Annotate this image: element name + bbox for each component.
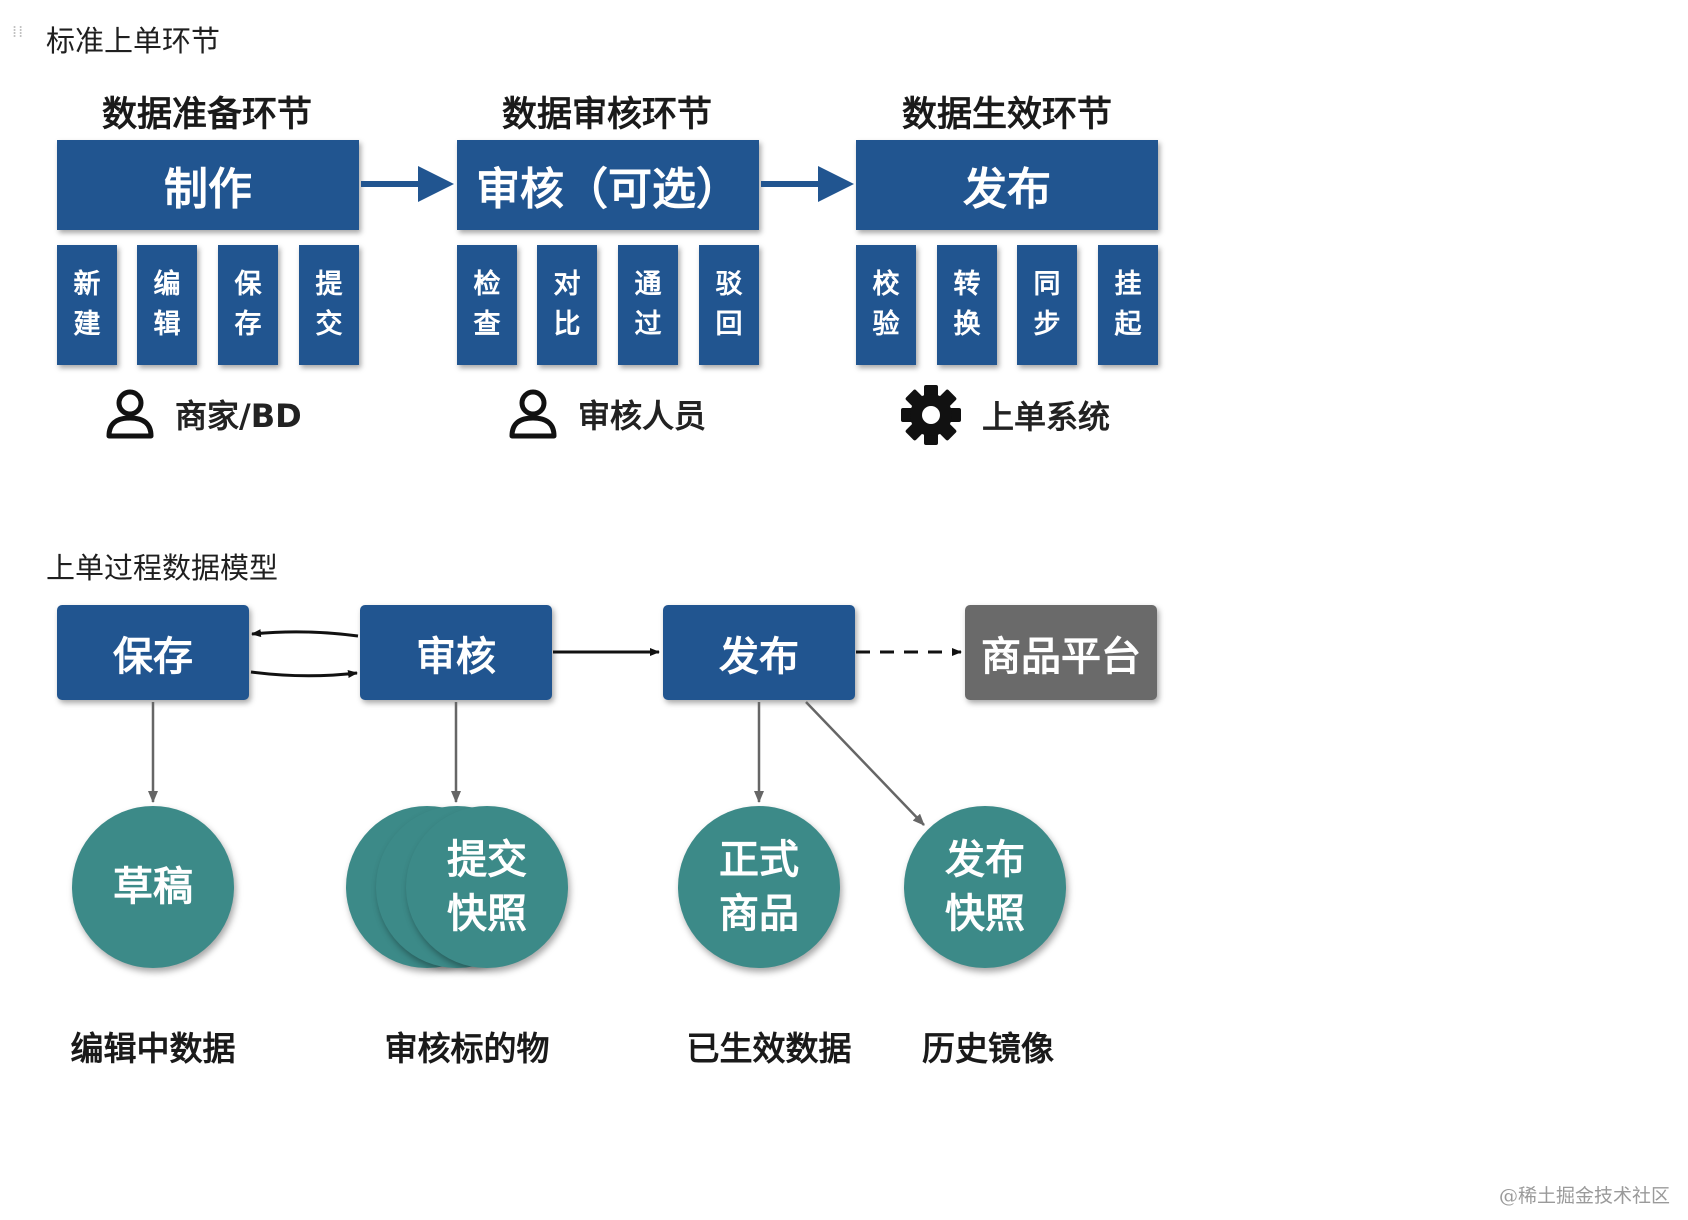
node-publish: 发布 — [663, 605, 855, 700]
sub-box-sync: 同步 — [1017, 245, 1077, 365]
arrow-publish-to-history — [805, 701, 925, 826]
arrow-save-to-review — [250, 670, 358, 679]
node-save: 保存 — [57, 605, 249, 700]
circle-formal-product: 正式商品 — [678, 806, 840, 968]
sub-box-reject: 驳回 — [699, 245, 759, 365]
stage-box-publish: 发布 — [856, 140, 1158, 230]
sub-box-check: 检查 — [457, 245, 517, 365]
caption-editing-data: 编辑中数据 — [70, 1029, 236, 1068]
person-icon — [106, 389, 154, 439]
watermark: @稀土掘金技术社区 — [1498, 1185, 1670, 1207]
sub-box-save: 保存 — [218, 245, 278, 365]
role-merchant: 商家/BD — [105, 388, 302, 440]
stage-box-review: 审核（可选） — [457, 140, 759, 230]
sub-box-suspend: 挂起 — [1098, 245, 1158, 365]
stage-title-review: 数据审核环节 — [501, 95, 712, 135]
sub-box-approve: 通过 — [618, 245, 678, 365]
role-system: 上单系统 — [900, 384, 1110, 446]
caption-history-mirror: 历史镜像 — [922, 1029, 1054, 1068]
stage-box-make: 制作 — [57, 140, 359, 230]
sub-box-new: 新建 — [57, 245, 117, 365]
stage-title-publish: 数据生效环节 — [901, 95, 1112, 135]
caption-review-target: 审核标的物 — [384, 1029, 550, 1068]
stage-title-prepare: 数据准备环节 — [101, 95, 312, 135]
section-title-standard-flow: 标准上单环节 — [46, 24, 221, 58]
sub-box-validate: 校验 — [856, 245, 916, 365]
circle-publish-snapshot: 发布快照 — [904, 806, 1066, 968]
sub-box-edit: 编辑 — [137, 245, 197, 365]
circle-submit-snapshot: 提交快照 — [406, 806, 568, 968]
node-review: 审核 — [360, 605, 552, 700]
sub-box-compare: 对比 — [537, 245, 597, 365]
arrow-review-to-save — [251, 629, 359, 638]
role-label-system: 上单系统 — [982, 398, 1111, 436]
section-title-data-model: 上单过程数据模型 — [46, 551, 279, 585]
role-reviewer: 审核人员 — [508, 388, 706, 440]
sub-box-submit: 提交 — [299, 245, 359, 365]
role-label-reviewer: 审核人员 — [578, 397, 707, 435]
sub-box-convert: 转换 — [937, 245, 997, 365]
person-icon — [509, 389, 557, 439]
drag-handle-icon[interactable]: ⁞⁞ — [12, 22, 25, 41]
gear-icon — [901, 385, 961, 445]
role-label-merchant: 商家/BD — [175, 397, 302, 435]
circle-draft: 草稿 — [72, 806, 234, 968]
caption-effective-data: 已生效数据 — [686, 1029, 852, 1068]
node-product-platform: 商品平台 — [965, 605, 1157, 700]
